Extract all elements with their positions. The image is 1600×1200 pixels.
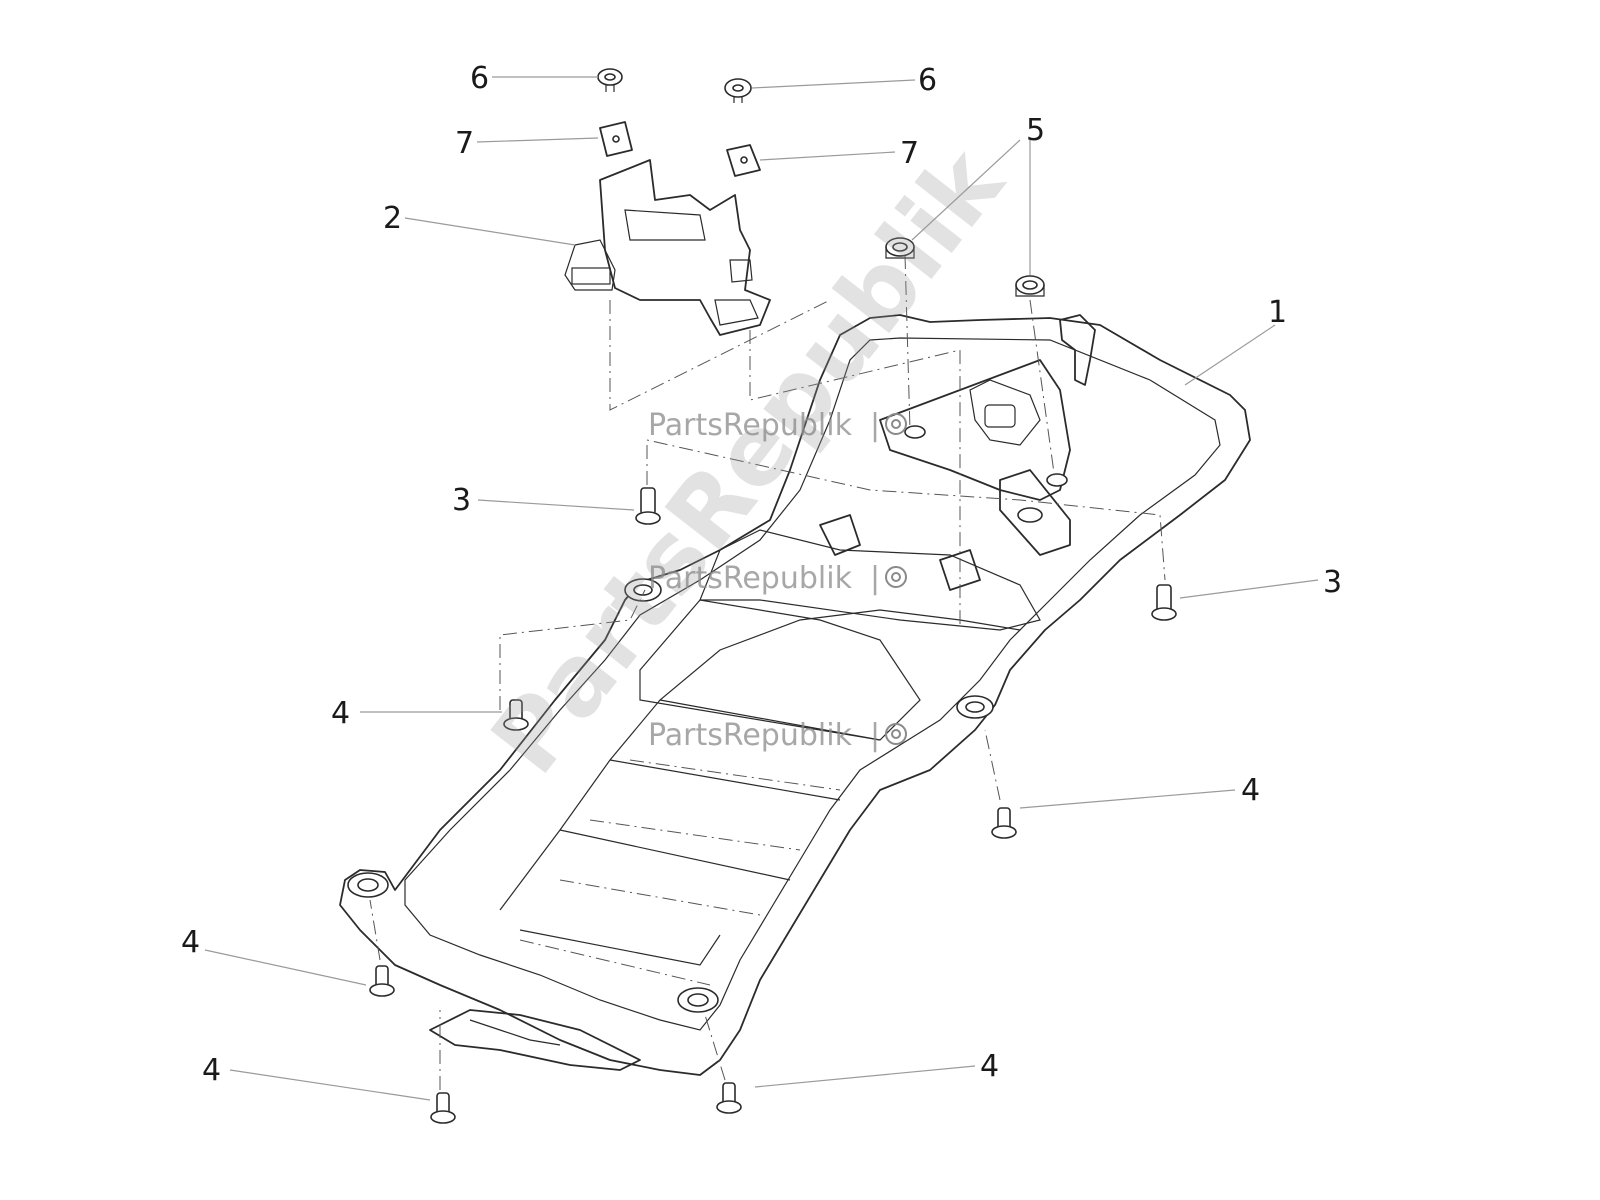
callout-6-right[interactable]: 6 — [918, 63, 937, 98]
callout-5[interactable]: 5 — [1026, 113, 1045, 148]
callout-labels: 6 6 7 7 5 2 1 3 3 4 4 4 4 4 — [181, 61, 1342, 1088]
gear-hub-icon — [891, 729, 901, 739]
screw-part-4-b — [991, 807, 1017, 839]
watermark-separator-2: | — [870, 561, 880, 596]
callout-4-e[interactable]: 4 — [980, 1049, 999, 1084]
watermark-diagonal: PartsRepublik — [470, 127, 1026, 794]
nut-part-5-left — [885, 237, 915, 259]
gear-hub-icon — [891, 419, 901, 429]
watermark-row-3: PartsRepublik | — [648, 718, 907, 753]
watermark-separator-1: | — [870, 408, 880, 443]
screw-part-3-right — [1151, 584, 1177, 621]
callout-4-d[interactable]: 4 — [202, 1053, 221, 1088]
callout-7-left[interactable]: 7 — [455, 126, 474, 161]
callout-1[interactable]: 1 — [1268, 295, 1287, 330]
gear-icon — [885, 723, 907, 745]
watermark-row-1: PartsRepublik | — [648, 408, 907, 443]
watermark-separator-3: | — [870, 718, 880, 753]
clip-part-7-right — [726, 144, 761, 177]
callout-4-b[interactable]: 4 — [1241, 773, 1260, 808]
watermark-brand-3: PartsRepublik — [648, 718, 853, 753]
screw-part-4-d — [430, 1092, 456, 1124]
cap-part-6-left — [597, 68, 623, 92]
callout-3-left[interactable]: 3 — [452, 483, 471, 518]
callout-4-a[interactable]: 4 — [331, 696, 350, 731]
callout-4-c[interactable]: 4 — [181, 925, 200, 960]
leader-lines — [204, 76, 1319, 1101]
callout-7-right[interactable]: 7 — [900, 136, 919, 171]
watermark-row-2: PartsRepublik | — [648, 561, 907, 596]
watermark-brand-1: PartsRepublik — [648, 408, 853, 443]
callout-3-right[interactable]: 3 — [1323, 565, 1342, 600]
screw-part-4-c — [369, 965, 395, 997]
clip-part-7-left — [599, 121, 633, 157]
screw-part-3-left — [635, 487, 661, 525]
gear-icon — [885, 566, 907, 588]
assembly-dash-lines — [369, 254, 1166, 1090]
screw-part-4-a — [503, 699, 529, 731]
screw-part-4-e — [716, 1082, 742, 1114]
callout-6-left[interactable]: 6 — [470, 61, 489, 96]
watermark: PartsRepublik PartsRepublik | PartsRepub… — [470, 127, 1026, 794]
bracket-part-2 — [564, 159, 771, 336]
cap-part-6-right — [724, 78, 752, 103]
nut-part-5-right — [1015, 275, 1045, 297]
gear-hub-icon — [891, 572, 901, 582]
callout-2[interactable]: 2 — [383, 201, 402, 236]
undertray-part-1 — [339, 314, 1251, 1076]
watermark-brand-2: PartsRepublik — [648, 561, 853, 596]
gear-icon — [885, 413, 907, 435]
